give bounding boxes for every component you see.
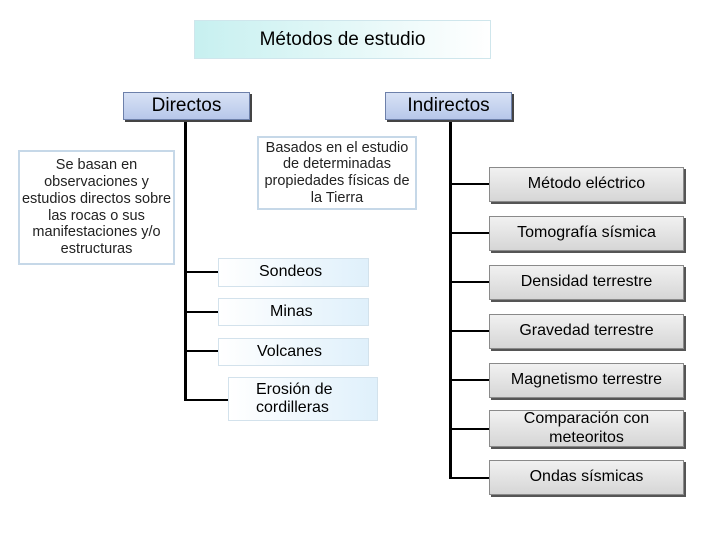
branch-line-gravedad bbox=[449, 330, 489, 332]
branch-line-erosion bbox=[184, 399, 228, 401]
branch-line-metodo-electrico bbox=[449, 183, 489, 185]
method-tomografia-sismica: Tomografía sísmica bbox=[489, 216, 684, 251]
method-densidad-terrestre: Densidad terrestre bbox=[489, 265, 684, 300]
method-gravedad-terrestre: Gravedad terrestre bbox=[489, 314, 684, 349]
directos-trunk-line bbox=[184, 120, 187, 401]
indirectos-trunk-line bbox=[449, 120, 452, 478]
indirectos-description: Basados en el estudio de determinadas pr… bbox=[257, 136, 417, 210]
item-sondeos: Sondeos bbox=[218, 258, 369, 287]
branch-line-volcanes bbox=[184, 350, 218, 352]
method-ondas-sismicas: Ondas sísmicas bbox=[489, 460, 684, 495]
branch-line-minas bbox=[184, 311, 218, 313]
branch-line-tomografia bbox=[449, 232, 489, 234]
branch-line-meteoritos bbox=[449, 428, 489, 430]
category-directos: Directos bbox=[123, 92, 250, 120]
method-electrico: Método eléctrico bbox=[489, 167, 684, 202]
item-volcanes: Volcanes bbox=[218, 338, 369, 366]
branch-line-magnetismo bbox=[449, 379, 489, 381]
method-magnetismo-terrestre: Magnetismo terrestre bbox=[489, 363, 684, 398]
directos-description: Se basan en observaciones y estudios dir… bbox=[18, 150, 175, 265]
diagram-title: Métodos de estudio bbox=[194, 20, 491, 59]
item-erosion-de-cordilleras: Erosión de cordilleras bbox=[228, 377, 378, 421]
branch-line-ondas bbox=[449, 477, 489, 479]
branch-line-sondeos bbox=[184, 271, 218, 273]
category-indirectos: Indirectos bbox=[385, 92, 512, 120]
method-comparacion-meteoritos: Comparación con meteoritos bbox=[489, 410, 684, 447]
branch-line-densidad bbox=[449, 281, 489, 283]
item-minas: Minas bbox=[218, 298, 369, 326]
